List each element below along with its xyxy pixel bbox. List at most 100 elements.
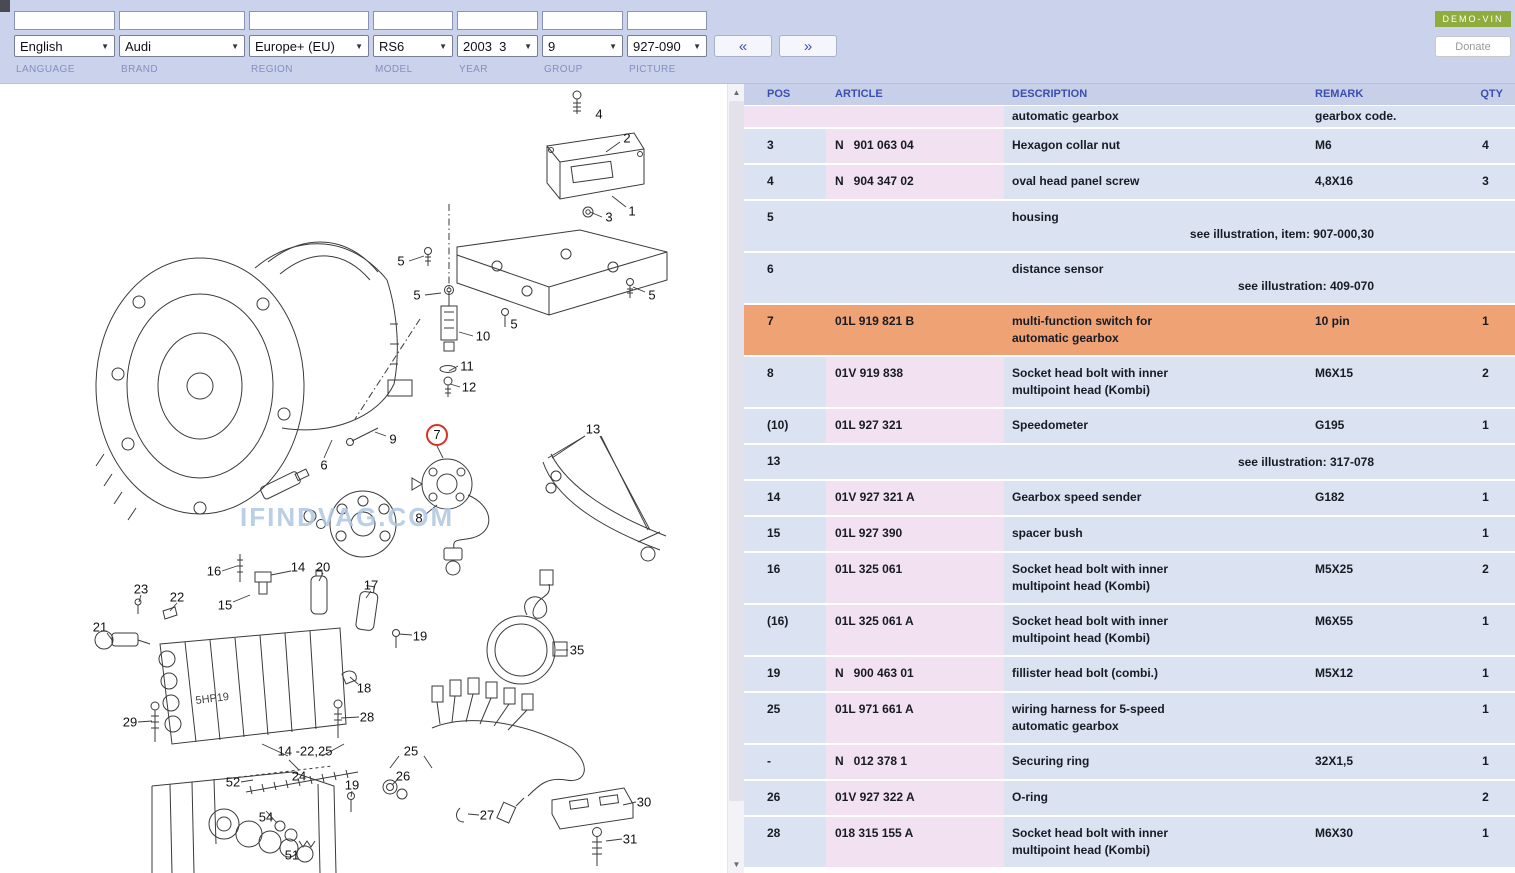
callout-30[interactable]: 30	[637, 795, 651, 810]
callout-15[interactable]: 15	[218, 598, 232, 613]
article-cell: 01V 927 321 A	[826, 481, 1004, 515]
callout-13[interactable]: 13	[586, 422, 600, 437]
col-header-qty: QTY	[1466, 84, 1515, 105]
filter-input-language[interactable]	[14, 11, 115, 30]
language-select[interactable]: English ▼	[14, 35, 115, 57]
callout-20[interactable]: 20	[316, 560, 330, 575]
callout-16[interactable]: 16	[207, 564, 221, 579]
article-cell: 01L 325 061 A	[826, 605, 1004, 655]
filter-input-region[interactable]	[249, 11, 369, 30]
callout-6[interactable]: 6	[320, 458, 327, 473]
article-cell: 018 315 155 A	[826, 817, 1004, 867]
filter-input-group[interactable]	[542, 11, 623, 30]
callout-25[interactable]: 25	[404, 744, 418, 759]
table-row[interactable]: 3 N 901 063 04 Hexagon collar nut M6 4	[744, 129, 1515, 163]
brand-select[interactable]: Audi ▼	[119, 35, 245, 57]
table-row[interactable]: (10) 01L 927 321 Speedometer G195 1	[744, 409, 1515, 443]
callout-23[interactable]: 23	[134, 582, 148, 597]
filter-input-model[interactable]	[373, 11, 453, 30]
table-row[interactable]: 15 01L 927 390 spacer bush 1	[744, 517, 1515, 551]
model-select[interactable]: RS6 ▼	[373, 35, 453, 57]
table-row[interactable]: 4 N 904 347 02 oval head panel screw 4,8…	[744, 165, 1515, 199]
callout-4[interactable]: 4	[595, 107, 602, 122]
pos-cell: (16)	[744, 605, 826, 655]
table-row[interactable]: 25 01L 971 661 A wiring harness for 5-sp…	[744, 693, 1515, 743]
chevron-down-icon: ▼	[524, 42, 532, 51]
table-row[interactable]: automatic gearbox gearbox code.	[744, 106, 1515, 127]
callout-21[interactable]: 21	[93, 620, 107, 635]
callout-19[interactable]: 19	[345, 778, 359, 793]
table-row[interactable]: 16 01L 325 061 Socket head bolt with inn…	[744, 553, 1515, 603]
callout-51[interactable]: 51	[285, 848, 299, 863]
table-row[interactable]: 8 01V 919 838 Socket head bolt with inne…	[744, 357, 1515, 407]
table-row[interactable]: 19 N 900 463 01 fillister head bolt (com…	[744, 657, 1515, 691]
table-row[interactable]: 26 01V 927 322 A O-ring 2	[744, 781, 1515, 815]
callout-5[interactable]: 5	[648, 288, 655, 303]
demo-vin-button[interactable]: DEMO-VIN	[1435, 11, 1511, 27]
callout-35[interactable]: 35	[570, 643, 584, 658]
callout-24[interactable]: 24	[292, 769, 306, 784]
callout-12[interactable]: 12	[462, 380, 476, 395]
callout-5[interactable]: 5	[413, 288, 420, 303]
diagram-scrollbar[interactable]: ▲ ▼	[727, 84, 744, 873]
callout-10[interactable]: 10	[476, 329, 490, 344]
next-picture-button[interactable]: »	[779, 35, 837, 57]
callout-7[interactable]: 7	[426, 424, 448, 446]
callout-3[interactable]: 3	[605, 210, 612, 225]
description-cell: spacer bush	[1004, 517, 1307, 551]
scroll-up-icon[interactable]: ▲	[728, 84, 745, 101]
region-label: REGION	[251, 64, 371, 75]
scroll-down-icon[interactable]: ▼	[728, 856, 745, 873]
qty-cell: 1	[1466, 693, 1515, 743]
pos-cell: 7	[744, 305, 826, 355]
filter-input-year[interactable]	[457, 11, 538, 30]
article-cell: 01L 927 321	[826, 409, 1004, 443]
callout-9[interactable]: 9	[389, 432, 396, 447]
callout-54[interactable]: 54	[259, 810, 273, 825]
table-row[interactable]: - N 012 378 1 Securing ring 32X1,5 1	[744, 745, 1515, 779]
callout-31[interactable]: 31	[623, 832, 637, 847]
article-cell: N 012 378 1	[826, 745, 1004, 779]
callout-5[interactable]: 5	[397, 254, 404, 269]
table-row[interactable]: 5 housing see illustration, item: 907-00…	[744, 201, 1515, 251]
description-cell: Socket head bolt with innermultipoint he…	[1004, 357, 1307, 407]
callout-29[interactable]: 29	[123, 715, 137, 730]
callout-28[interactable]: 28	[360, 710, 374, 725]
callout-19[interactable]: 19	[413, 629, 427, 644]
scrollbar-thumb[interactable]	[729, 101, 744, 801]
callout-17[interactable]: 17	[364, 578, 378, 593]
callout-8[interactable]: 8	[415, 511, 422, 526]
callout-27[interactable]: 27	[480, 808, 494, 823]
remark-cell	[1307, 693, 1466, 743]
table-row[interactable]: 28 018 315 155 A Socket head bolt with i…	[744, 817, 1515, 867]
callout-1[interactable]: 1	[628, 204, 635, 219]
table-row[interactable]: 7 01L 919 821 B multi-function switch fo…	[744, 305, 1515, 355]
table-row[interactable]: (16) 01L 325 061 A Socket head bolt with…	[744, 605, 1515, 655]
description-cell: Securing ring	[1004, 745, 1307, 779]
callout-26[interactable]: 26	[396, 769, 410, 784]
callout-11[interactable]: 11	[460, 359, 474, 374]
callout-14-22-25[interactable]: 14 -22,25	[278, 744, 333, 759]
callout-2[interactable]: 2	[623, 131, 630, 146]
filter-input-brand[interactable]	[119, 11, 245, 30]
qty-cell: 2	[1466, 357, 1515, 407]
table-row[interactable]: 13 see illustration: 317-078	[744, 445, 1515, 479]
group-select[interactable]: 9 ▼	[542, 35, 623, 57]
picture-select[interactable]: 927-090 ▼	[627, 35, 707, 57]
pos-cell: 15	[744, 517, 826, 551]
previous-picture-button[interactable]: «	[714, 35, 772, 57]
corner-artifact	[0, 0, 10, 12]
region-select[interactable]: Europe+ (EU) ▼	[249, 35, 369, 57]
callout-22[interactable]: 22	[170, 590, 184, 605]
filter-input-picture[interactable]	[627, 11, 707, 30]
donate-button[interactable]: Donate	[1435, 36, 1511, 57]
selectors-row: English ▼ Audi ▼ Europe+ (EU) ▼ RS6 ▼ 20…	[14, 35, 837, 57]
callout-14[interactable]: 14	[291, 560, 305, 575]
callout-5[interactable]: 5	[510, 317, 517, 332]
year-select[interactable]: 2003 3 ▼	[457, 35, 538, 57]
callout-52[interactable]: 52	[226, 775, 240, 790]
callout-18[interactable]: 18	[357, 681, 371, 696]
table-row[interactable]: 6 distance sensor see illustration: 409-…	[744, 253, 1515, 303]
table-row[interactable]: 14 01V 927 321 A Gearbox speed sender G1…	[744, 481, 1515, 515]
